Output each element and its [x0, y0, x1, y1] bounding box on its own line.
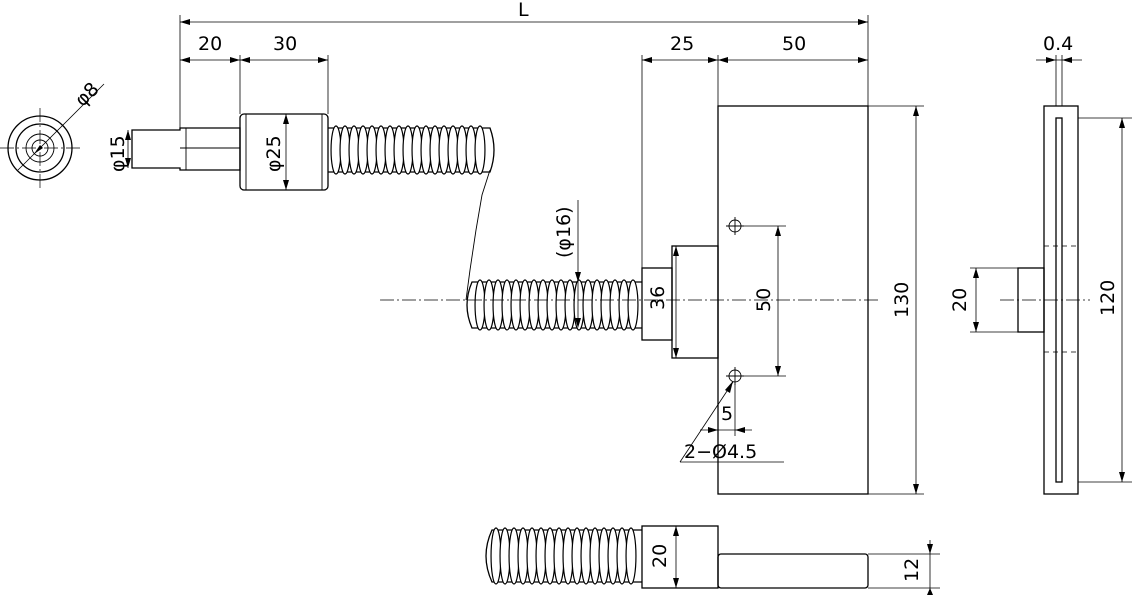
thread-bottom-rings	[490, 527, 637, 585]
dim-lines-thread	[575, 200, 581, 328]
dim-holes: 2−Ø4.5	[684, 441, 757, 463]
dim-lines-plate	[673, 105, 924, 495]
dim-plate-height: 130	[891, 282, 913, 318]
dim-shaft-dia: φ15	[107, 135, 129, 172]
dim-hole-pitch: 50	[753, 288, 775, 312]
thread-ring	[474, 125, 486, 175]
dim-collar-dia: φ25	[263, 135, 285, 172]
dim-lines-shaft	[125, 114, 289, 190]
dim-lines-top	[179, 15, 869, 268]
dim-bottom-thick: 12	[901, 558, 923, 582]
dim-plate-thickness: 0.4	[1043, 33, 1073, 55]
dim-side-height: 120	[1097, 280, 1119, 316]
thread-ring	[627, 279, 639, 331]
side-view	[970, 55, 1132, 495]
dim-hole-offset: 5	[721, 403, 733, 425]
dim-side-boss: 20	[949, 288, 971, 312]
dim-plate-half: 50	[782, 33, 806, 55]
dim-shaft-len-1: 20	[198, 33, 222, 55]
bottom-view	[485, 525, 940, 595]
thread-lower-rings	[474, 279, 639, 331]
end-view	[0, 83, 105, 188]
plate-front-view	[380, 105, 880, 495]
thread-lower	[466, 281, 642, 329]
dim-boss-height: 36	[647, 286, 669, 310]
dim-overall-length: L	[518, 0, 529, 21]
dim-shaft-len-2: 30	[273, 33, 297, 55]
dim-thread-dia: (φ16)	[553, 206, 575, 258]
pin-dia-label: φ8	[71, 78, 104, 111]
dim-bottom-boss: 20	[649, 544, 671, 568]
dim-plate-offset: 25	[670, 33, 694, 55]
shaft-front-view	[131, 113, 495, 301]
thread-ring	[625, 527, 637, 585]
thread-upper	[330, 125, 486, 175]
